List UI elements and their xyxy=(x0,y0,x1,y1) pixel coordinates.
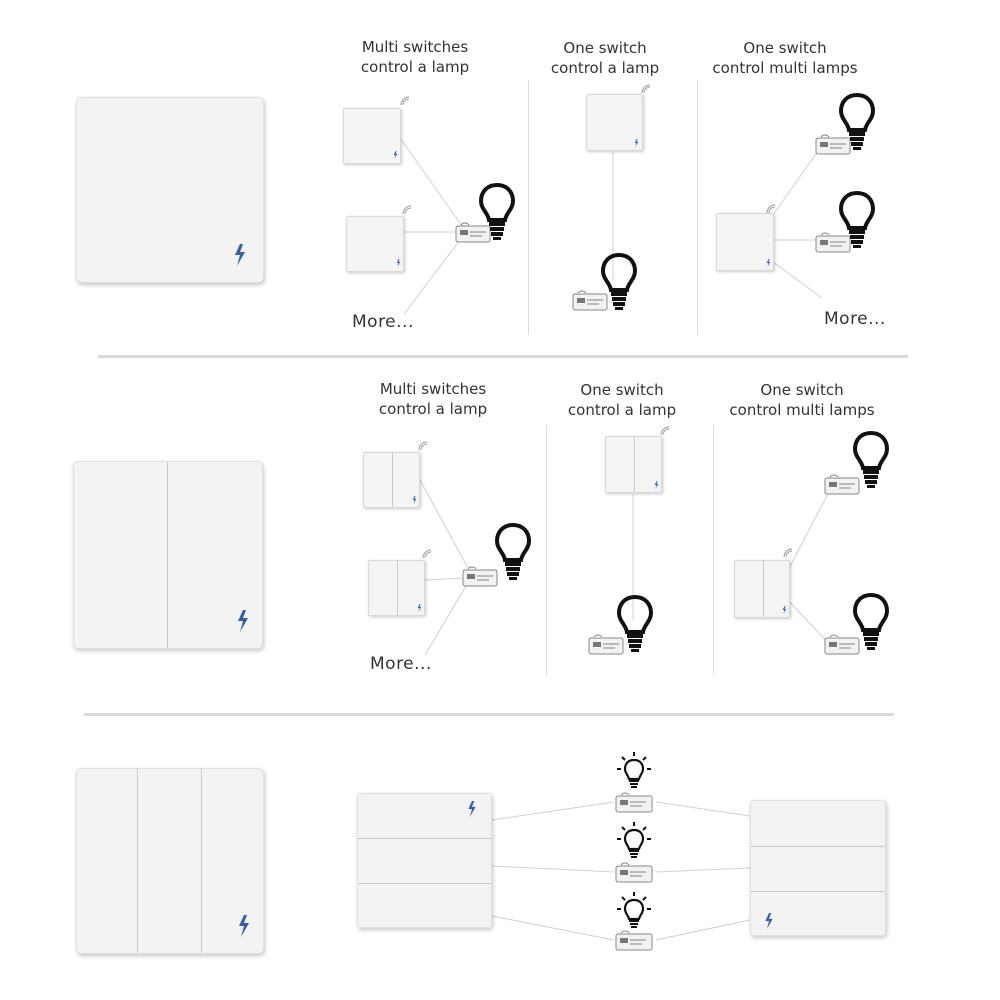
gang-divider xyxy=(751,846,885,847)
column-divider xyxy=(697,80,698,335)
lightning-bolt-icon xyxy=(417,604,422,612)
receiver-module-icon xyxy=(815,134,851,155)
lightning-bolt-icon xyxy=(468,801,476,817)
column-divider xyxy=(528,80,529,335)
gang-divider xyxy=(397,561,398,615)
column-divider xyxy=(713,425,714,675)
lightning-bolt-icon xyxy=(238,610,248,632)
mini-switch xyxy=(716,213,774,271)
row-separator xyxy=(98,355,908,358)
receiver-module-icon xyxy=(615,930,653,951)
gang-divider xyxy=(137,769,138,953)
receiver-module-icon xyxy=(824,474,860,495)
gang-divider xyxy=(201,769,202,953)
lightning-bolt-icon xyxy=(766,259,771,267)
wifi-signal-icon xyxy=(641,84,651,94)
lightning-bolt-icon xyxy=(239,915,249,937)
horizontal-triple-switch-left xyxy=(357,793,492,928)
gang-divider xyxy=(358,883,491,884)
wifi-signal-icon xyxy=(422,549,432,559)
horizontal-triple-switch-right xyxy=(750,800,886,936)
more-label: More... xyxy=(352,312,414,332)
gang-divider xyxy=(167,462,168,648)
row-separator xyxy=(84,713,894,716)
lightning-bolt-icon xyxy=(654,481,659,489)
lightbulb-icon xyxy=(600,252,638,310)
mini-double-switch xyxy=(363,452,420,508)
column-divider xyxy=(546,425,547,675)
more-label: More... xyxy=(824,309,886,329)
mini-double-switch xyxy=(734,560,790,618)
lightbulb-icon xyxy=(838,190,876,248)
wifi-signal-icon xyxy=(400,96,410,106)
mini-switch xyxy=(343,108,401,164)
gang-divider xyxy=(392,453,393,507)
mini-double-switch xyxy=(368,560,425,616)
lightning-bolt-icon xyxy=(765,913,773,929)
receiver-module-icon xyxy=(615,862,653,883)
glowing-lightbulb-icon xyxy=(617,892,651,928)
mini-switch xyxy=(346,216,404,272)
single-gang-switch xyxy=(76,97,264,283)
lightbulb-icon xyxy=(852,592,890,650)
receiver-module-icon xyxy=(824,634,860,655)
wifi-signal-icon xyxy=(660,426,670,436)
receiver-module-icon xyxy=(815,232,851,253)
lightning-bolt-icon xyxy=(396,259,401,267)
receiver-module-icon xyxy=(615,792,653,813)
gang-divider xyxy=(634,437,635,492)
glowing-lightbulb-icon xyxy=(617,822,651,858)
receiver-module-icon xyxy=(588,634,624,655)
gang-divider xyxy=(763,561,764,617)
lightbulb-icon xyxy=(478,182,516,240)
gang-divider xyxy=(358,838,491,839)
double-gang-switch xyxy=(73,461,263,649)
lightning-bolt-icon xyxy=(393,151,398,159)
lightbulb-icon xyxy=(852,430,890,488)
receiver-module-icon xyxy=(455,222,491,243)
lightbulb-icon xyxy=(494,522,532,580)
lightning-bolt-icon xyxy=(634,139,639,147)
lightning-bolt-icon xyxy=(235,244,245,266)
mini-double-switch xyxy=(605,436,662,493)
triple-gang-switch xyxy=(76,768,264,954)
receiver-module-icon xyxy=(572,290,608,311)
mini-switch xyxy=(586,94,643,151)
lightbulb-icon xyxy=(616,594,654,652)
wifi-signal-icon xyxy=(783,548,793,558)
lightbulb-icon xyxy=(838,92,876,150)
receiver-module-icon xyxy=(462,566,498,587)
wifi-signal-icon xyxy=(766,204,776,214)
lightning-bolt-icon xyxy=(782,606,787,614)
more-label: More... xyxy=(370,654,432,674)
wifi-signal-icon xyxy=(418,441,428,451)
wifi-signal-icon xyxy=(402,205,412,215)
gang-divider xyxy=(751,891,885,892)
lightning-bolt-icon xyxy=(412,496,417,504)
glowing-lightbulb-icon xyxy=(617,752,651,788)
